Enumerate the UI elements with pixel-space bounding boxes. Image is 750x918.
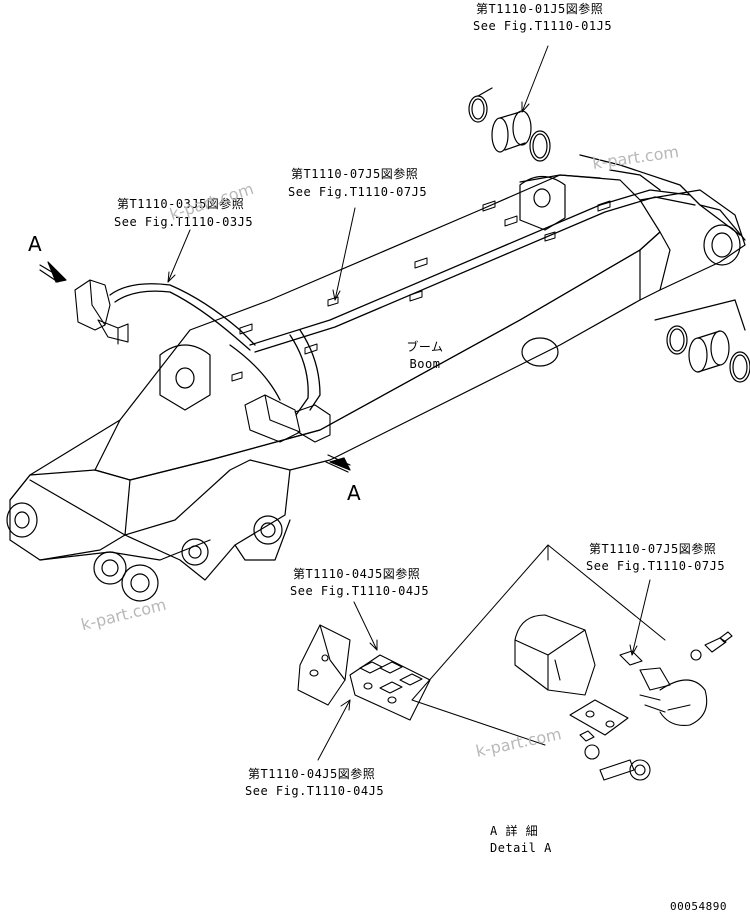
callout-t1110-01j5-jp: 第T1110-01J5図参照 (476, 2, 604, 16)
view-mark-a-left: A (28, 232, 42, 256)
callout-detail-t1110-07j5-en: See Fig.T1110-07J5 (586, 559, 726, 573)
callout-bottom-t1110-04j5-en: See Fig.T1110-04J5 (245, 784, 385, 798)
view-arrows (40, 262, 350, 472)
callout-t1110-04j5-en: See Fig.T1110-04J5 (290, 584, 430, 598)
callout-t1110-01j5-en: See Fig.T1110-01J5 (473, 19, 613, 33)
bracket-assembly (298, 625, 430, 720)
pin-bushings-top (469, 88, 550, 161)
callout-t1110-07j5-en: See Fig.T1110-07J5 (288, 185, 428, 199)
boom-label-jp: ブーム (406, 340, 444, 354)
pin-bushings-right (655, 300, 750, 382)
callout-t1110-03j5-jp: 第T1110-03J5図参照 (117, 197, 245, 211)
callout-t1110-07j5-jp: 第T1110-07J5図参照 (291, 167, 419, 181)
callout-t1110-03j5-en: See Fig.T1110-03J5 (114, 215, 254, 229)
detail-a-parts (515, 615, 732, 780)
boom-label-en: Boom (409, 357, 441, 371)
callout-detail-t1110-07j5-jp: 第T1110-07J5図参照 (589, 542, 717, 556)
detail-a-label-en: Detail A (490, 841, 552, 855)
valve-blocks (75, 280, 330, 442)
callout-bottom-t1110-04j5-jp: 第T1110-04J5図参照 (248, 767, 376, 781)
boom-body (7, 175, 745, 601)
leader-lines (168, 46, 665, 760)
detail-a-label-jp: A 詳 細 (490, 824, 539, 838)
view-mark-a-lower: A (347, 481, 361, 505)
hydraulic-pipes (110, 155, 745, 415)
drawing-number: 00054890 (670, 900, 727, 913)
callout-t1110-04j5-jp: 第T1110-04J5図参照 (293, 567, 421, 581)
